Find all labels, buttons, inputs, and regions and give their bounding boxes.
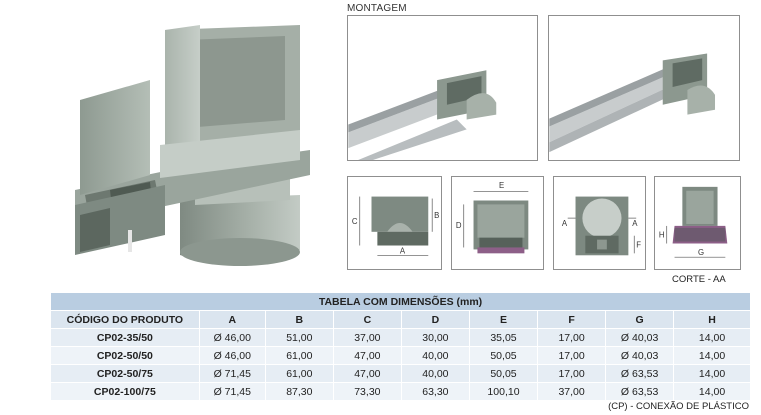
dimension-cell: 14,00 <box>673 328 751 347</box>
dimension-cell: 50,05 <box>468 346 539 365</box>
dim-label-a-left: A <box>562 219 568 228</box>
dimension-cell: 17,00 <box>537 328 607 347</box>
dimension-cell: Ø 63,53 <box>605 364 675 383</box>
corte-label: CORTE - AA <box>672 274 726 285</box>
dimension-cell: 14,00 <box>673 364 751 383</box>
column-header-f: F <box>537 310 607 329</box>
column-header-e: E <box>468 310 539 329</box>
dimension-cell: 47,00 <box>332 364 402 383</box>
table-title: TABELA COM DIMENSÕES (mm) <box>50 292 751 311</box>
dimension-cell: 37,00 <box>537 382 607 401</box>
dimension-cell: Ø 71,45 <box>198 364 266 383</box>
dim-label-e: E <box>499 181 504 190</box>
montagem-step-2-panel <box>548 15 740 161</box>
column-header-h: H <box>673 310 751 329</box>
column-header-b: B <box>264 310 334 329</box>
product-code-cell: CP02-50/75 <box>50 364 200 383</box>
dim-label-c: C <box>352 217 358 226</box>
dimension-cell: Ø 40,03 <box>605 346 675 365</box>
dimension-cell: 37,00 <box>332 328 402 347</box>
dim-label-g: G <box>698 248 704 257</box>
column-header-codigo: CÓDIGO DO PRODUTO <box>50 310 200 329</box>
montagem-title: MONTAGEM <box>347 3 407 14</box>
dimension-cell: 17,00 <box>537 364 607 383</box>
dimension-cell: 47,00 <box>332 346 402 365</box>
dimension-cell: 40,00 <box>400 346 470 365</box>
dimension-cell: Ø 63,53 <box>605 382 675 401</box>
dim-label-h: H <box>659 231 665 240</box>
column-header-a: A <box>198 310 266 329</box>
dimension-cell: 51,00 <box>264 328 334 347</box>
column-header-g: G <box>605 310 675 329</box>
dimension-cell: 14,00 <box>673 382 751 401</box>
dimension-cell: 100,10 <box>468 382 539 401</box>
dimension-cell: 61,00 <box>264 364 334 383</box>
side-view-panel: C B A <box>347 176 442 270</box>
dimension-cell: Ø 40,03 <box>605 328 675 347</box>
top-view-panel: A A F <box>553 176 646 270</box>
dimension-cell: 73,30 <box>332 382 402 401</box>
product-code-cell: CP02-100/75 <box>50 382 200 401</box>
product-code-cell: CP02-35/50 <box>50 328 200 347</box>
dimension-cell: 50,05 <box>468 364 539 383</box>
dimensions-table: TABELA COM DIMENSÕES (mm) CÓDIGO DO PROD… <box>50 292 751 401</box>
dim-label-d: D <box>456 221 462 230</box>
dimension-cell: Ø 71,45 <box>198 382 266 401</box>
dimension-cell: 87,30 <box>264 382 334 401</box>
dimension-cell: 35,05 <box>468 328 539 347</box>
dimension-cell: 40,00 <box>400 364 470 383</box>
product-code-cell: CP02-50/50 <box>50 346 200 365</box>
footnote: (CP) - CONEXÃO DE PLÁSTICO <box>608 401 749 412</box>
dim-label-a-right: A <box>632 219 638 228</box>
dim-label-f: F <box>636 240 641 249</box>
dimension-cell: 17,00 <box>537 346 607 365</box>
dim-label-b: B <box>434 211 439 220</box>
dimension-cell: 61,00 <box>264 346 334 365</box>
dimension-cell: Ø 46,00 <box>198 328 266 347</box>
front-view-panel: E D <box>451 176 544 270</box>
dimension-cell: 14,00 <box>673 346 751 365</box>
section-view-panel: H G <box>654 176 741 270</box>
dimension-cell: Ø 46,00 <box>198 346 266 365</box>
dimension-cell: 30,00 <box>400 328 470 347</box>
dim-label-a: A <box>400 246 406 255</box>
dimension-cell: 63,30 <box>400 382 470 401</box>
column-header-c: C <box>332 310 402 329</box>
product-render <box>0 0 330 288</box>
montagem-step-1-panel <box>347 15 538 161</box>
column-header-d: D <box>400 310 470 329</box>
